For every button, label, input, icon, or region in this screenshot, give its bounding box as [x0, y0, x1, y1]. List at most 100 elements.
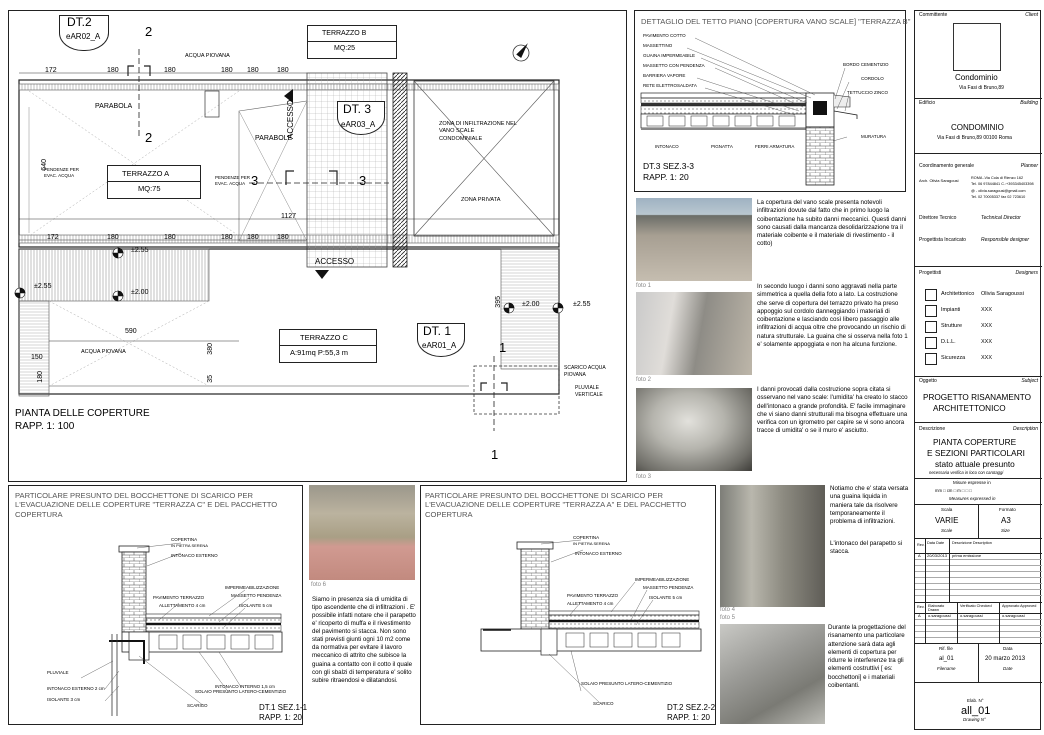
sec2-label-pavimento: PAVIMENTO TERRAZZO [567, 593, 619, 598]
role-person-4: XXX [981, 339, 993, 345]
tb-condominio: Condominio [955, 73, 998, 82]
tb-filename: Filename [937, 666, 956, 671]
tb-scala-label: Scala [941, 507, 953, 512]
sec1-scale: RAPP. 1: 20 [259, 713, 302, 722]
tb-project-1: PROGETTO RISANAMENTO [923, 393, 1031, 402]
sec2-label-impermeab: IMPERMEABILIZZAZIONE [635, 577, 690, 582]
terrazzo-a-area: MQ:75 [138, 184, 161, 193]
tb-scala-value: VARIE [935, 516, 959, 525]
tb-address-full: Via Fasi di Bruno,89 00100 Roma [937, 135, 1012, 141]
dim-top-4: 180 [221, 67, 233, 74]
dim-mid-6: 180 [277, 234, 289, 241]
photo-6-caption: foto 6 [311, 582, 327, 588]
roof-plan-drawing [14, 43, 564, 431]
role-name-2: Impianti [941, 307, 961, 313]
section-mark-3-left: 3 [251, 173, 259, 188]
role-name-1: Architettonico [941, 291, 975, 297]
photo-5 [720, 624, 825, 724]
tb-condominio-caps: CONDOMINIO [951, 123, 1004, 132]
role-name-3: Strutture [941, 323, 963, 329]
tb-date-value: 20 marzo 2013 [985, 656, 1026, 662]
section-2-drawing [480, 539, 702, 705]
roof-layer-3: GUAINA IMPERMEABILE [643, 53, 696, 58]
section-mark-1-bottom: 1 [491, 447, 499, 462]
tb-client-logo [953, 23, 1001, 71]
sec1-label-pavimento: PAVIMENTO TERRAZZO [153, 595, 205, 600]
roof-layer-6: RETE ELETTROSALDATA [643, 83, 697, 88]
tb-tech-dir: Technical Director [981, 215, 1021, 221]
roof-detail-scale: RAPP. 1: 20 [643, 172, 689, 182]
dt1-callout[interactable] [417, 323, 465, 357]
section-1-panel: PARTICOLARE PRESUNTO DEL BOCCHETTONE DI … [8, 485, 307, 725]
role-name-4: D.L.L. [941, 339, 956, 345]
tb-address-small: Via Fasi di Bruno,89 [959, 85, 1004, 91]
title-block: Committente Client Condominio Via Fasi d… [914, 10, 1042, 730]
tb-dir-tec: Direttore Tecnico [919, 215, 957, 221]
sec1-label-solaio: SOLAIO PRESUNTO LATERO-CEMENTIZIO [195, 689, 287, 694]
role-checkbox-5[interactable] [925, 353, 937, 365]
terrazzo-b-name: TERRAZZO B [322, 30, 367, 37]
sign-head-checked: Verificato Checked [960, 604, 992, 608]
sign-row-rev: A [918, 613, 921, 618]
dim-top-5: 180 [247, 67, 259, 74]
role-checkbox-1[interactable] [925, 289, 937, 301]
rev-row-date: 20/03/2013 [927, 553, 948, 558]
dt3-ref: eAR03_A [341, 120, 376, 129]
level-5: ±2.55 [573, 301, 591, 308]
sec2-label-intonaco-est: INTONACO ESTERNO [575, 551, 622, 556]
dt2-ref: eAR02_A [66, 32, 101, 41]
dt3-callout[interactable] [337, 101, 385, 135]
role-checkbox-3[interactable] [925, 321, 937, 333]
tb-description: Description [1012, 426, 1038, 432]
tb-desc-2: E SEZIONI PARTICOLARI [927, 448, 1025, 458]
tb-formato-value: A3 [1001, 516, 1011, 525]
rev-row-desc: prima emissione [952, 553, 982, 558]
tb-desc-3: stato attuale presunto [935, 459, 1015, 469]
plan-scale: RAPP. 1: 100 [15, 421, 75, 432]
zona-infiltrazione-label: ZONA DI INFILTRAZIONE NEL VANO SCALE CON… [439, 121, 517, 142]
photo-2 [636, 292, 752, 375]
tb-signature-table: Rev. Elaborato Drawn Verificato Checked … [915, 603, 1042, 683]
sec1-label-isolante-3: ISOLANTE 3 cm [47, 697, 81, 702]
role-name-5: Sicurezza [941, 355, 966, 361]
roof-label-pignatta: PIGNATTA [711, 144, 733, 149]
sec2-scale: RAPP. 1: 20 [667, 713, 710, 722]
roof-label-muratura: MURATURA [861, 134, 887, 139]
section-mark-3-right: 3 [359, 173, 367, 188]
tb-elab-value: all_01 [961, 705, 991, 717]
tb-date-en: Date [1003, 666, 1013, 671]
pendenze-label-1: PENDENZE PER EVAC. ACQUA [44, 167, 80, 179]
dim-395: 395 [495, 296, 502, 308]
dt3-code: DT. 3 [343, 102, 372, 116]
tb-elab-label: Elab. N° [967, 698, 984, 703]
text-block-3: I danni provocati dalla costruzione sopr… [757, 386, 908, 435]
roof-label-cordolo: CORDOLO [861, 76, 884, 81]
roof-detail-panel: DETTAGLIO DEL TETTO PIANO [COPERTURA VAN… [634, 10, 910, 192]
dt2-callout[interactable] [59, 15, 109, 51]
role-person-5: XXX [981, 355, 993, 361]
sign-head-approved: Approvato Approved [1002, 604, 1037, 608]
dim-380: 380 [207, 343, 214, 355]
level-2: ±2.55 [34, 283, 52, 290]
parabole-label: PARABOLE [255, 135, 293, 142]
dim-180-left: 180 [37, 371, 44, 383]
text-block-5: Notiamo che e' stata versata una guaina … [830, 485, 909, 526]
section-2-panel: PARTICOLARE PRESUNTO DEL BOCCHETTONE DI … [420, 485, 716, 725]
tb-contact-4: Tel. 02 70005337 fax 02 723610 [971, 195, 1026, 199]
terrazzo-b-area: MQ:25 [334, 45, 356, 52]
tb-contact-3: @ - olivia.saragousi@gmail.com [971, 189, 1026, 193]
role-checkbox-4[interactable] [925, 337, 937, 349]
tb-contact-2: Tel. 06 97844841 C.:+393345403398 [971, 182, 1034, 186]
tb-contact-1: ROMA -Via Cola di Rienzo 162 [971, 176, 1024, 180]
tb-project-2: ARCHITETTONICO [933, 404, 1006, 413]
dim-top-6: 180 [277, 67, 289, 74]
dim-640: 640 [41, 159, 48, 171]
role-checkbox-2[interactable] [925, 305, 937, 317]
text-block-7: Durante la progettazione del risanamento… [828, 624, 906, 690]
role-person-3: XXX [981, 323, 993, 329]
sec2-label-copertina: COPERTINA [573, 535, 600, 540]
dt1-code: DT. 1 [423, 324, 452, 338]
roof-label-bordo: BORDO CEMENTIZIO [843, 62, 889, 67]
section-mark-2-top: 2 [145, 24, 153, 39]
rev-head-date: Data Date [927, 541, 945, 545]
